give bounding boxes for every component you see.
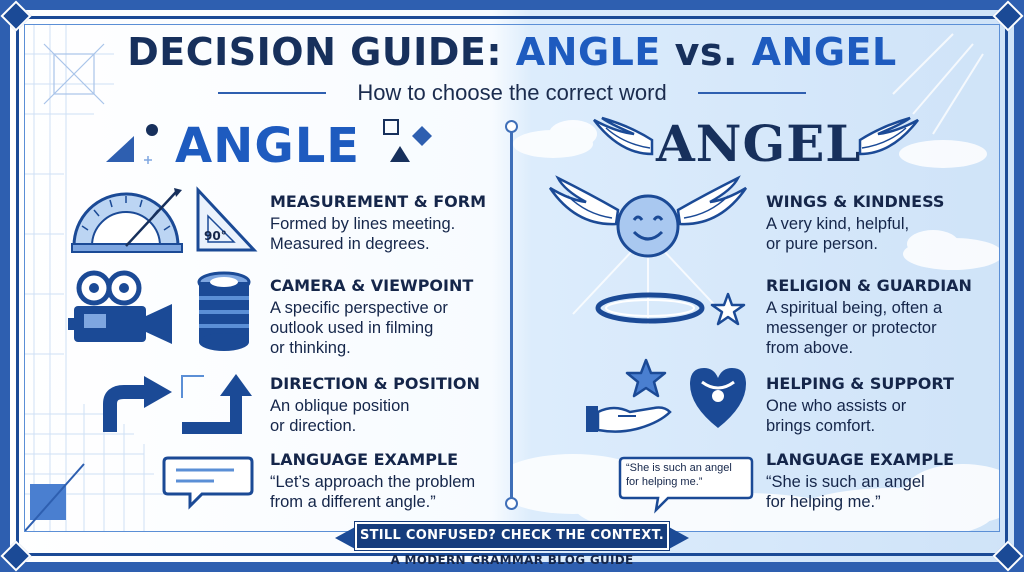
bubble-text: “She is such an angel for helping me.”	[626, 462, 732, 488]
camera-lens-icon	[197, 271, 251, 351]
section-body: A spiritual being, often a messenger or …	[766, 299, 943, 357]
subtitle-rule-right	[698, 92, 806, 94]
section-title: WINGS & KINDNESS	[766, 192, 945, 211]
subtitle-rule-left	[218, 92, 326, 94]
halo-icon	[595, 292, 705, 324]
corner-arrow-icon	[181, 374, 252, 434]
angle-section-camera: CAMERA & VIEWPOINT A specific perspectiv…	[270, 276, 473, 358]
section-title: HELPING & SUPPORT	[766, 374, 954, 393]
square-triangle-diamond-icon	[383, 119, 432, 162]
left-wing-icon	[593, 116, 654, 156]
angel-section-religion: RELIGION & GUARDIAN A spiritual being, o…	[766, 276, 972, 358]
title-word-angle: ANGLE	[515, 30, 661, 74]
movie-camera-icon	[68, 270, 172, 344]
star-outline-icon	[710, 292, 746, 326]
section-title: LANGUAGE EXAMPLE	[270, 450, 459, 469]
angle-heading: ANGLE	[175, 118, 361, 174]
winged-smiley-icon	[548, 175, 748, 258]
angle-section-direction: DIRECTION & POSITION An oblique position…	[270, 374, 480, 436]
divider-dot-top	[505, 120, 518, 133]
bottom-banner: STILL CONFUSED? CHECK THE CONTEXT.	[354, 521, 670, 551]
divider-dot-bottom	[505, 497, 518, 510]
speech-bubble-icon	[618, 456, 754, 514]
subtitle: How to choose the correct word	[357, 80, 667, 105]
center-divider	[510, 124, 513, 504]
section-body: A specific perspective or outlook used i…	[270, 299, 448, 357]
section-body: A very kind, helpful, or pure person.	[766, 215, 910, 253]
right-wing-icon	[858, 116, 919, 156]
protractor-degree-label: 90°	[204, 229, 227, 243]
title-word-angel: ANGEL	[751, 30, 897, 74]
banner-ribbon-right	[667, 526, 689, 550]
filled-star-icon	[625, 358, 667, 398]
section-title: MEASUREMENT & FORM	[270, 192, 487, 211]
section-body: “She is such an angel for helping me.”	[766, 473, 925, 511]
right-triangle-icon	[196, 186, 258, 252]
frame-inner-border	[16, 16, 1008, 556]
footer-credit: A MODERN GRAMMAR BLOG GUIDE	[390, 553, 634, 567]
angle-section-measurement: MEASUREMENT & FORM Formed by lines meeti…	[270, 192, 486, 254]
geometric-shapes-icon	[106, 124, 158, 164]
section-title: RELIGION & GUARDIAN	[766, 276, 972, 295]
angel-bubble-quote: “She is such an angel for helping me.”	[626, 461, 732, 489]
banner-text: STILL CONFUSED? CHECK THE CONTEXT.	[359, 528, 665, 543]
grid-decoration-left	[24, 24, 164, 532]
speech-bubble-icon	[162, 456, 254, 510]
angel-section-example: LANGUAGE EXAMPLE “She is such an angel f…	[766, 450, 954, 512]
helping-hand-icon	[586, 406, 672, 433]
banner-ribbon-left	[335, 526, 357, 550]
page-title: DECISION GUIDE: ANGLE vs. ANGEL	[0, 30, 1024, 74]
section-title: CAMERA & VIEWPOINT	[270, 276, 474, 295]
protractor-icon	[71, 188, 183, 253]
section-body: Formed by lines meeting. Measured in deg…	[270, 215, 456, 253]
heart-hug-icon	[690, 368, 746, 428]
section-title: DIRECTION & POSITION	[270, 374, 480, 393]
section-title: LANGUAGE EXAMPLE	[766, 450, 955, 469]
section-body: One who assists or brings comfort.	[766, 397, 907, 435]
angel-section-wings: WINGS & KINDNESS A very kind, helpful, o…	[766, 192, 944, 254]
title-prefix: DECISION GUIDE:	[127, 30, 503, 74]
angel-section-helping: HELPING & SUPPORT One who assists or bri…	[766, 374, 954, 436]
curved-arrow-icon	[103, 376, 172, 432]
section-body: “Let’s approach the problem from a diffe…	[270, 473, 476, 511]
angel-heading: ANGEL	[656, 114, 862, 173]
section-body: An oblique position or direction.	[270, 397, 410, 435]
title-vs: vs.	[674, 30, 738, 74]
angle-section-example: LANGUAGE EXAMPLE “Let’s approach the pro…	[270, 450, 475, 512]
degree-text: 90°	[204, 229, 227, 243]
